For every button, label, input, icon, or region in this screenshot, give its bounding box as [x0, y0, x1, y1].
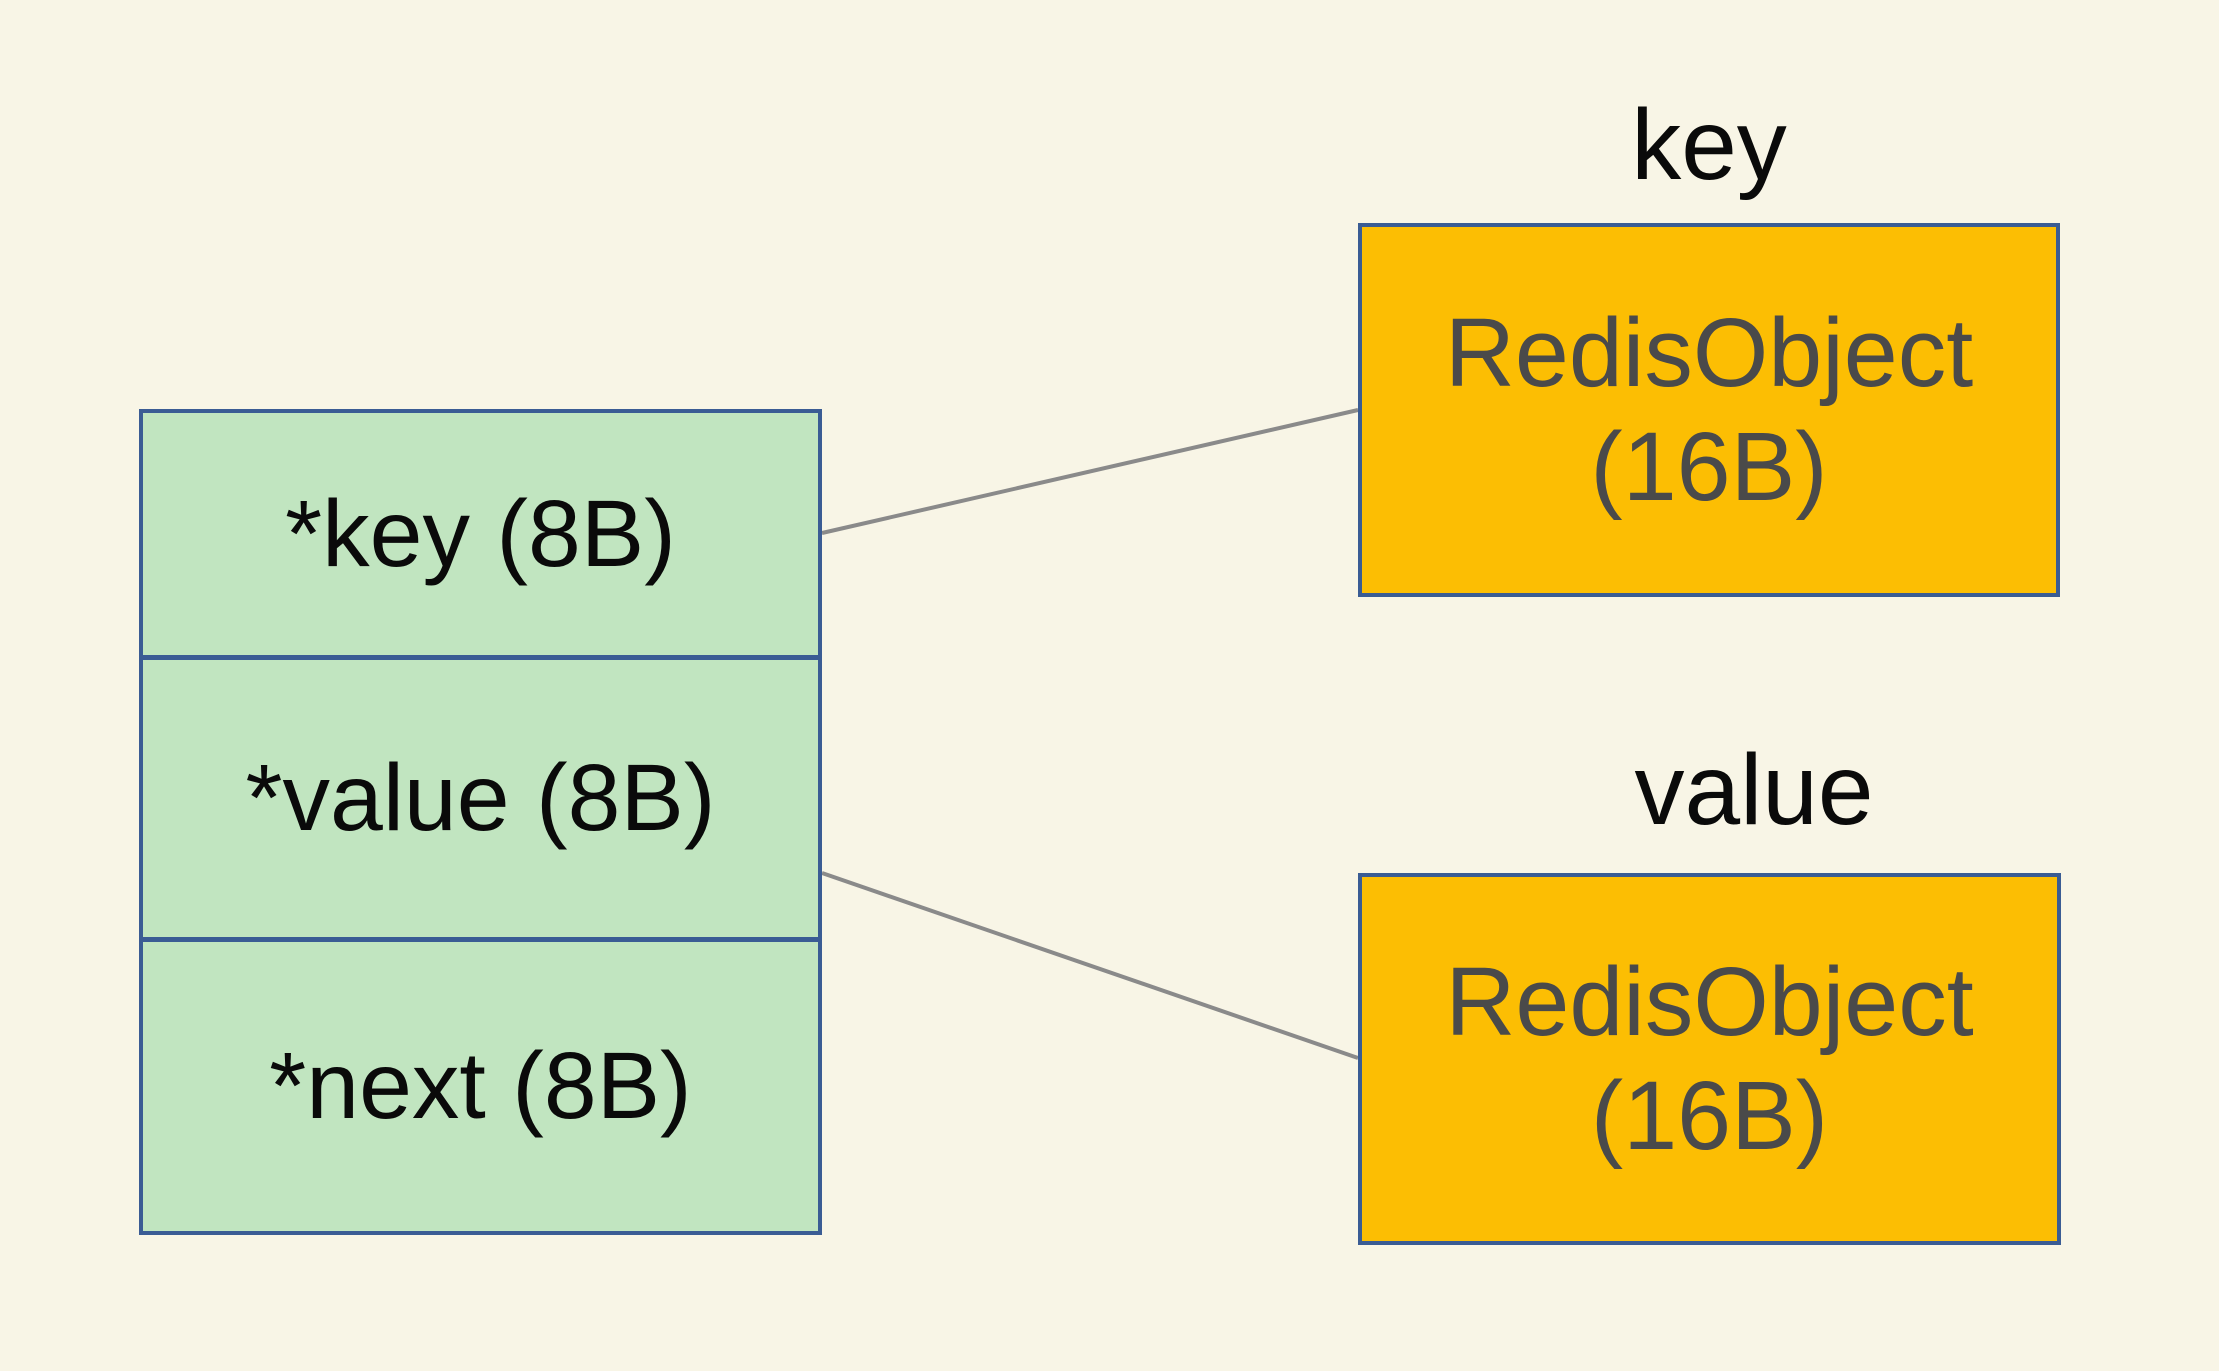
field-key-label: *key (8B): [285, 480, 676, 587]
field-key: *key (8B): [143, 413, 818, 655]
value-object-title: value: [1634, 734, 1874, 846]
key-pointer-line: [821, 408, 1359, 535]
field-next-label: *next (8B): [269, 1033, 692, 1139]
field-value: *value (8B): [143, 655, 818, 937]
dict-entry-struct: *key (8B) *value (8B) *next (8B): [139, 409, 822, 1235]
value-object-name: RedisObject: [1445, 946, 1974, 1056]
value-pointer-line: [821, 871, 1359, 1060]
value-object-size: (16B): [1590, 1061, 1829, 1170]
field-value-label: *value (8B): [245, 745, 716, 851]
value-redis-object-box: RedisObject (16B): [1358, 873, 2061, 1245]
key-object-title: key: [1631, 89, 1787, 201]
key-object-size: (16B): [1590, 412, 1828, 521]
key-redis-object-box: RedisObject (16B): [1358, 223, 2060, 597]
key-object-name: RedisObject: [1444, 297, 1974, 407]
field-next: *next (8B): [143, 937, 818, 1231]
